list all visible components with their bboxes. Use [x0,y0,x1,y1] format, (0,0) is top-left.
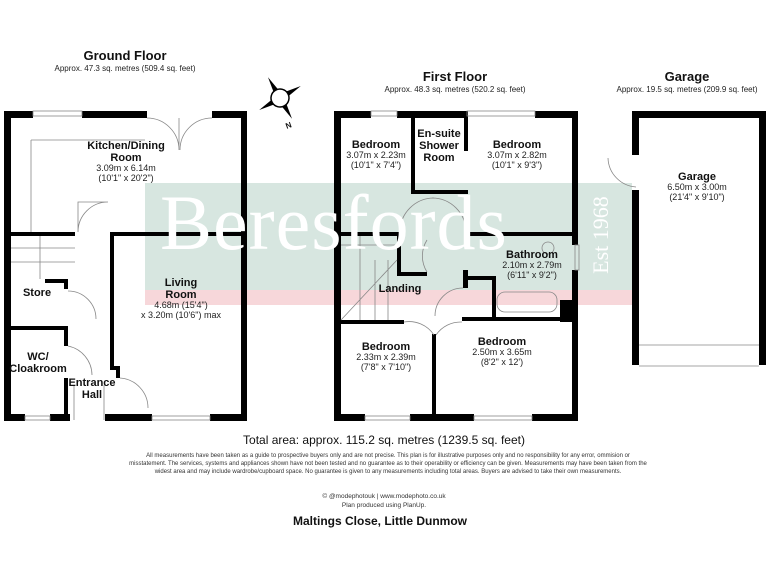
ground-floor-title: Ground Floor [83,48,167,63]
garage-area: Approx. 19.5 sq. metres (209.9 sq. feet) [616,85,758,94]
first-floor-walls [334,111,578,421]
watermark-band [145,183,632,290]
credit: © @modephotouk | www.modephoto.co.uk [322,493,446,500]
ground-floor-area: Approx. 47.3 sq. metres (509.4 sq. feet) [54,64,196,73]
watermark-brand: Beresfords [160,179,508,266]
garage-title: Garage [664,69,710,84]
total-area: Total area: approx. 115.2 sq. metres (12… [243,433,525,447]
first-floor-area: Approx. 48.3 sq. metres (520.2 sq. feet) [384,85,526,94]
disclaimer: All measurements have been taken as a gu… [129,453,647,475]
watermark-stripe [145,290,632,305]
room-store: Store [22,287,52,299]
room-wc: WC/Cloakroom [9,351,67,376]
first-floor-title: First Floor [422,69,488,84]
watermark-est: Est 1968 [587,196,613,274]
garage-walls [607,111,766,367]
first-floor-fixtures [340,110,580,421]
compass-icon [259,77,301,119]
property-address: Maltings Close, Little Dunmow [292,514,468,528]
ground-floor-fixtures [11,110,213,421]
room-landing: Landing [378,283,422,295]
ground-floor-walls [4,111,247,421]
plan-producer: Plan produced using PlanUp. [341,502,427,509]
